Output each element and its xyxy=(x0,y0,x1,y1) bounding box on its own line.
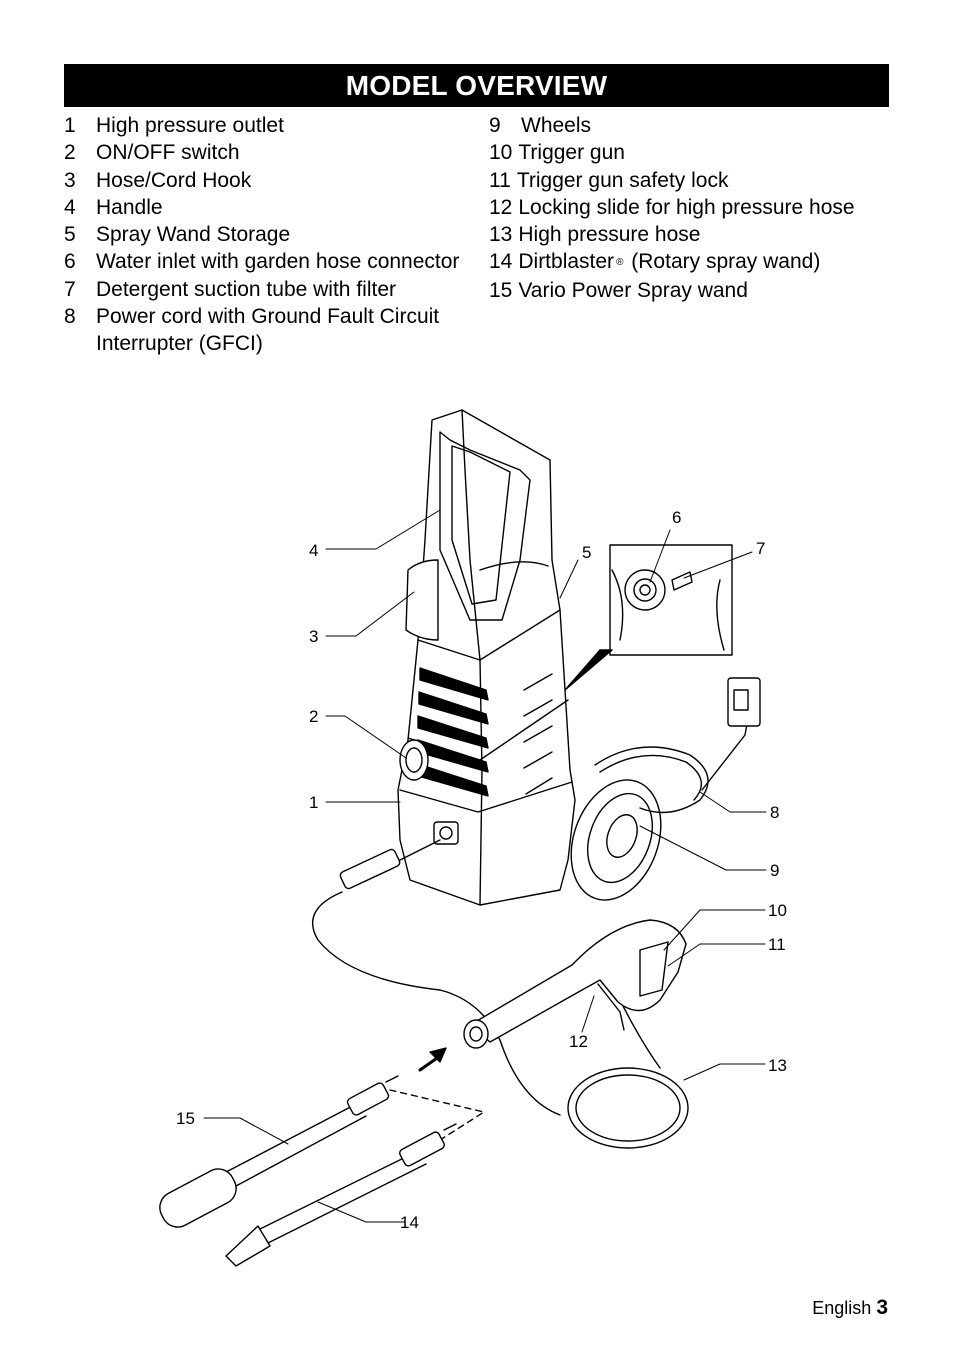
item-text: Trigger gun safety lock xyxy=(516,168,729,192)
callout-11: 11 xyxy=(768,935,786,954)
trigger-gun xyxy=(463,919,687,1049)
item-number: 6 xyxy=(64,250,76,274)
callout-9: 9 xyxy=(770,861,779,880)
dirtblaster-name: Dirtblaster xyxy=(518,250,615,274)
item-number: 3 xyxy=(64,168,76,192)
callout-1: 1 xyxy=(309,793,318,812)
list-item: 1 High pressure outlet xyxy=(64,112,474,139)
item-text: Dirtblaster® (Rotary spray wand) xyxy=(518,248,889,276)
item-text: Power cord with Ground Fault Circuit Int… xyxy=(96,305,440,356)
item-text: Locking slide for high pressure hose xyxy=(518,195,855,219)
list-item: 6 Water inlet with garden hose connector xyxy=(64,248,474,275)
callout-14: 14 xyxy=(400,1213,419,1232)
item-number: 1 xyxy=(64,114,76,137)
list-item: 2 ON/OFF switch xyxy=(64,139,474,166)
dirtblaster-desc: (Rotary spray wand) xyxy=(625,250,821,274)
washer-body xyxy=(397,409,576,906)
item-text: Handle xyxy=(96,195,163,219)
item-text: Detergent suction tube with filter xyxy=(96,277,396,301)
item-text: Trigger gun xyxy=(518,141,625,165)
item-number: 15 xyxy=(489,278,513,302)
item-text: Vario Power Spray wand xyxy=(518,278,748,302)
callout-4: 4 xyxy=(309,541,318,560)
list-item: 8 Power cord with Ground Fault Circuit In… xyxy=(64,303,474,358)
item-number: 5 xyxy=(64,223,76,247)
callout-15: 15 xyxy=(176,1109,195,1128)
footer-language: English xyxy=(812,1298,872,1318)
parts-list-left: 1 High pressure outlet 2 ON/OFF switch 3 Ho… xyxy=(64,112,474,358)
item-text: Spray Wand Storage xyxy=(96,223,291,247)
item-number: 13 xyxy=(489,223,513,247)
page-number: 3 xyxy=(876,1296,888,1319)
item-text: Wheels xyxy=(521,114,592,137)
list-item: 3 Hose/Cord Hook xyxy=(64,167,474,194)
high-pressure-hose xyxy=(311,839,689,1149)
inset-detail xyxy=(564,544,733,691)
list-item: 4 Handle xyxy=(64,194,474,221)
callout-8: 8 xyxy=(770,803,779,822)
item-text: Water inlet with garden hose connector xyxy=(96,250,460,274)
list-item: 5 Spray Wand Storage xyxy=(64,221,474,248)
item-number: 11 xyxy=(489,168,511,192)
leader-lines xyxy=(203,509,767,1223)
list-item: 7 Detergent suction tube with filter xyxy=(64,276,474,303)
item-number: 12 xyxy=(489,195,513,219)
item-text: Hose/Cord Hook xyxy=(96,168,252,192)
registered-mark: ® xyxy=(616,257,624,269)
page-title: MODEL OVERVIEW xyxy=(345,69,608,101)
item-number: 10 xyxy=(489,141,513,165)
dirtblaster-wand xyxy=(225,1123,457,1267)
list-item: 9 Wheels xyxy=(489,112,889,139)
wheel xyxy=(570,779,662,901)
item-number: 4 xyxy=(64,195,76,219)
vario-wand xyxy=(159,1075,399,1228)
callout-6: 6 xyxy=(672,508,681,527)
item-text: ON/OFF switch xyxy=(96,141,240,165)
item-text: High pressure outlet xyxy=(96,114,284,137)
callout-10: 10 xyxy=(768,901,787,920)
item-number: 7 xyxy=(64,277,76,301)
power-cord xyxy=(594,677,761,814)
callout-3: 3 xyxy=(309,627,318,646)
callout-12: 12 xyxy=(569,1032,588,1051)
title-bar: MODEL OVERVIEW xyxy=(64,64,889,107)
item-number: 9 xyxy=(489,114,501,137)
item-number: 14 xyxy=(489,250,513,274)
callout-13: 13 xyxy=(768,1056,787,1075)
callout-2: 2 xyxy=(309,707,318,726)
item-number: 8 xyxy=(64,305,76,329)
callout-labels: 4 3 2 1 5 6 7 8 9 10 11 12 13 14 15 xyxy=(176,508,787,1232)
callout-5: 5 xyxy=(582,543,591,562)
item-text: High pressure hose xyxy=(518,223,701,247)
item-number: 2 xyxy=(64,141,76,165)
callout-7: 7 xyxy=(756,539,765,558)
